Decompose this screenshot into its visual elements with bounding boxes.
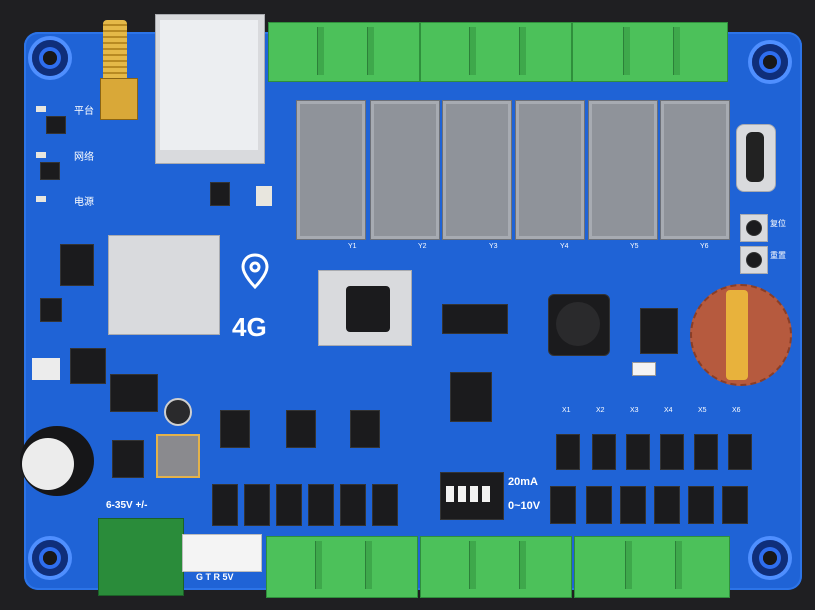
label-input-x6: X6 [732, 407, 741, 414]
led-network [36, 152, 46, 158]
label-platform: 平台 [74, 106, 94, 117]
optocoupler-x1 [556, 434, 580, 470]
dip-toggle-3[interactable] [470, 486, 478, 502]
mounting-hole-bottom-right [752, 540, 788, 576]
diode-ai6 [372, 484, 398, 526]
4g-module-shield [108, 235, 220, 335]
optocoupler-x5 [694, 434, 718, 470]
transistor-network [40, 162, 60, 180]
power-terminal [98, 518, 184, 596]
capacitor-small [164, 398, 192, 426]
ic-opamp-2 [286, 410, 316, 448]
label-relay-y4: Y4 [560, 243, 569, 250]
power-inductor [156, 434, 200, 478]
label-input-x1: X1 [562, 407, 571, 414]
optocoupler-x3 [626, 434, 650, 470]
terminal-block-top-1 [268, 22, 420, 82]
diode-di5 [688, 486, 714, 524]
label-uart-pins: G T R 5V [196, 572, 234, 582]
chip-small-1 [210, 182, 230, 206]
relay-y1 [296, 100, 366, 240]
diode-di6 [722, 486, 748, 524]
terminal-block-bottom-2 [420, 536, 572, 598]
dip-toggle-4[interactable] [482, 486, 490, 502]
coin-cell-clip [726, 290, 748, 380]
transistor-platform [46, 116, 66, 134]
terminal-block-bottom-3 [574, 536, 730, 598]
label-0-10v: 0~10V [508, 500, 541, 512]
dip-toggle-2[interactable] [458, 486, 466, 502]
relay-y4 [515, 100, 585, 240]
relay-y6 [660, 100, 730, 240]
relay-y5 [588, 100, 658, 240]
inductor-l1 [640, 308, 678, 354]
ic-opamp-1 [220, 410, 250, 448]
diode-ai2 [244, 484, 270, 526]
chip-small-2 [40, 298, 62, 322]
label-relay-y1: Y1 [348, 243, 357, 250]
reset-button-cap [746, 220, 762, 236]
label-relay-y5: Y5 [630, 243, 639, 250]
label-input-x3: X3 [630, 407, 639, 414]
crystal [632, 362, 656, 376]
optocoupler-x2 [592, 434, 616, 470]
usb-c-opening [746, 132, 764, 182]
ic-soic-u3 [442, 304, 508, 334]
config-button-cap [746, 252, 762, 268]
diode-di2 [586, 486, 612, 524]
ic-soic-u4 [450, 372, 492, 422]
sma-base [100, 78, 138, 120]
label-network: 网络 [74, 152, 94, 163]
ic-regulator [112, 440, 144, 478]
ic-opamp-3 [350, 410, 380, 448]
relay-y2 [370, 100, 440, 240]
ic-soic-u5 [70, 348, 106, 384]
diode-ai1 [212, 484, 238, 526]
label-input-x4: X4 [664, 407, 673, 414]
label-20ma: 20mA [508, 476, 538, 488]
label-power: 电源 [74, 197, 94, 208]
led-power [36, 196, 46, 202]
diode-ai3 [276, 484, 302, 526]
capacitor-top [22, 438, 74, 490]
diode-di3 [620, 486, 646, 524]
label-input-x5: X5 [698, 407, 707, 414]
diode-di4 [654, 486, 680, 524]
mounting-hole-top-right [752, 44, 788, 80]
terminal-block-top-3 [572, 22, 728, 82]
diode-ai5 [340, 484, 366, 526]
diode-ai4 [308, 484, 334, 526]
label-supply-range: 6-35V +/- [106, 500, 148, 511]
label-relay-y6: Y6 [700, 243, 709, 250]
mounting-hole-bottom-left [32, 540, 68, 576]
terminal-block-top-2 [420, 22, 572, 82]
uart-connector [182, 534, 262, 572]
label-relay-y3: Y3 [489, 243, 498, 250]
chip-u2 [60, 244, 94, 286]
rj45-face [160, 20, 258, 150]
label-config: 重置 [770, 251, 786, 260]
optocoupler-x4 [660, 434, 684, 470]
led-platform [36, 106, 46, 112]
label-4g: 4G [232, 312, 267, 342]
regulator-large [110, 374, 158, 412]
led-status [256, 186, 272, 206]
label-reset: 复位 [770, 219, 786, 228]
location-pin-icon [241, 253, 269, 289]
terminal-block-bottom-1 [266, 536, 418, 598]
relay-y3 [442, 100, 512, 240]
label-relay-y2: Y2 [418, 243, 427, 250]
optocoupler-x6 [728, 434, 752, 470]
buzzer-face [556, 302, 600, 346]
mounting-hole-top-left [32, 40, 68, 76]
label-input-x2: X2 [596, 407, 605, 414]
dip-toggle-1[interactable] [446, 486, 454, 502]
jumper [32, 358, 60, 380]
sim-slot [346, 286, 390, 332]
diode-di1 [550, 486, 576, 524]
